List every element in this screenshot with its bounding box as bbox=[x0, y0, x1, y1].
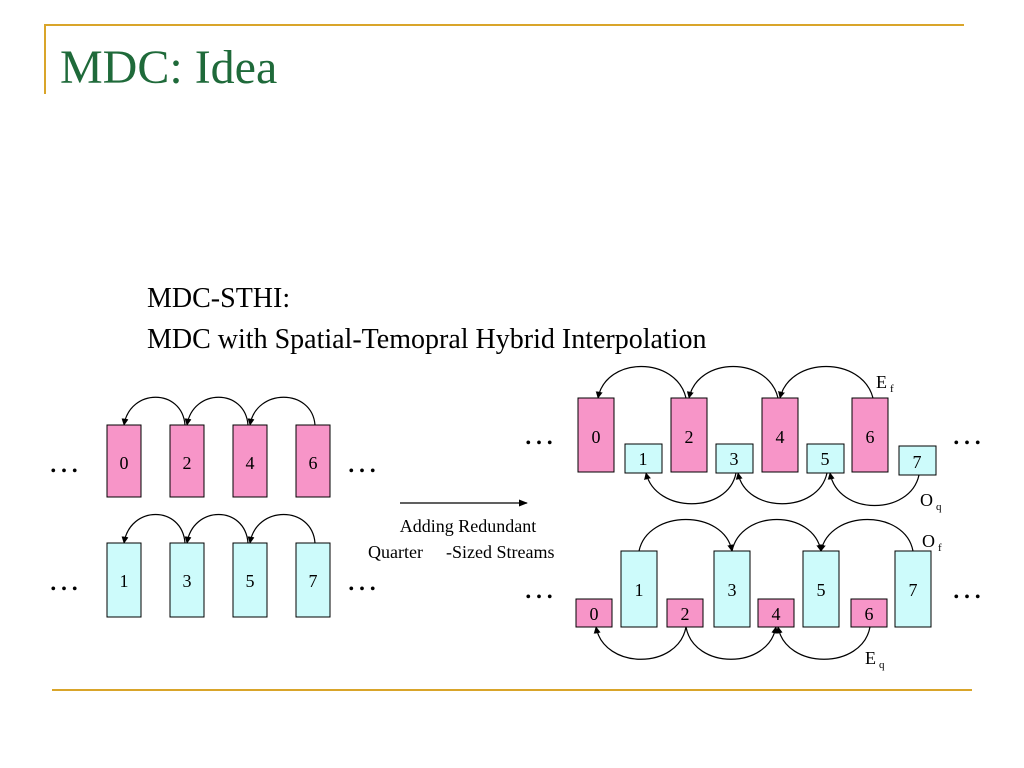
bottom-rule bbox=[52, 689, 972, 691]
right-top-quarter-frame-7: 7 bbox=[898, 445, 937, 476]
right-top-full-frame-0-label: 0 bbox=[592, 427, 601, 447]
ellipsis-left-odd-start: … bbox=[48, 561, 80, 597]
left-odd-arrow-5-to-3 bbox=[184, 513, 249, 544]
right-top-full-frame-6-label: 6 bbox=[866, 427, 875, 447]
left-odd-frame-7: 7 bbox=[295, 542, 331, 618]
right-bottom-stream: … … 1 3 5 7 0 2 4 bbox=[523, 519, 983, 671]
left-even-frame-4: 4 bbox=[232, 424, 268, 498]
transform-arrow: Adding Redundant Quarter -Sized Streams bbox=[368, 499, 554, 562]
right-top-quarter-frame-3-label: 3 bbox=[730, 449, 739, 469]
right-top-full-arrow-2-to-0 bbox=[595, 366, 687, 399]
subtitle-line-2: MDC with Spatial-Temopral Hybrid Interpo… bbox=[147, 324, 707, 355]
ellipsis-right-bottom-end: … bbox=[951, 569, 983, 605]
right-bottom-full-frame-7: 7 bbox=[894, 550, 932, 628]
left-even-frame-2-label: 2 bbox=[183, 453, 192, 473]
right-bottom-full-arrow-7-to-5 bbox=[818, 519, 914, 552]
right-bottom-quarter-frame-0: 0 bbox=[575, 598, 613, 628]
left-odd-frame-7-label: 7 bbox=[309, 571, 318, 591]
left-odd-arrow-3-to-1 bbox=[121, 513, 186, 544]
left-odd-frame-3: 3 bbox=[169, 542, 205, 618]
right-top-quarter-arrow-3-to-1 bbox=[644, 472, 737, 505]
right-top-full-frame-2: 2 bbox=[670, 397, 708, 473]
right-top-full-frame-4: 4 bbox=[761, 397, 799, 473]
right-top-quarter-arrow-7-to-5 bbox=[827, 472, 920, 506]
transform-label-line-2b: -Sized Streams bbox=[446, 542, 554, 562]
right-bottom-quarter-arrow-2-to-4 bbox=[685, 626, 779, 660]
right-bottom-full-frame-3-label: 3 bbox=[728, 580, 737, 600]
right-bottom-full-arrow-1-to-3 bbox=[638, 519, 735, 552]
right-top-quarter-frame-5-label: 5 bbox=[821, 449, 830, 469]
ellipsis-left-odd-end: … bbox=[346, 561, 378, 597]
left-even-frame-0: 0 bbox=[106, 424, 142, 498]
ellipsis-right-top-start: … bbox=[523, 415, 555, 451]
right-top-quarter-frame-1: 1 bbox=[624, 443, 663, 474]
right-bottom-quarter-frame-6-label: 6 bbox=[865, 604, 874, 624]
left-even-frame-6-label: 6 bbox=[309, 453, 318, 473]
right-bottom-quarter-frame-4: 4 bbox=[757, 598, 795, 628]
left-even-frame-2: 2 bbox=[169, 424, 205, 498]
left-even-arrow-6-to-4 bbox=[247, 396, 316, 426]
right-bottom-quarter-frame-2: 2 bbox=[666, 598, 704, 628]
left-odd-frame-1-label: 1 bbox=[120, 571, 129, 591]
ellipsis-left-even-start: … bbox=[48, 443, 80, 479]
right-top-quarter-frame-5: 5 bbox=[806, 443, 845, 474]
left-odd-frame-5: 5 bbox=[232, 542, 268, 618]
right-bottom-full-frame-3: 3 bbox=[713, 550, 751, 628]
left-even-stream: … 0 2 4 6 … bbox=[48, 396, 378, 498]
right-bottom-quarter-frame-4-label: 4 bbox=[772, 604, 781, 624]
subtitle-line-1: MDC-STHI: bbox=[147, 283, 291, 314]
ellipsis-right-bottom-start: … bbox=[523, 569, 555, 605]
right-bottom-quarter-frame-2-label: 2 bbox=[681, 604, 690, 624]
left-odd-stream: … 1 3 5 7 … bbox=[48, 513, 378, 618]
left-odd-frame-5-label: 5 bbox=[246, 571, 255, 591]
right-top-quarter-frame-7-label: 7 bbox=[913, 452, 922, 472]
right-top-full-frame-6: 6 bbox=[851, 397, 889, 473]
ellipsis-right-top-end: … bbox=[951, 415, 983, 451]
right-top-full-arrow-4-to-2 bbox=[686, 366, 779, 399]
right-bottom-full-frame-7-label: 7 bbox=[909, 580, 918, 600]
right-bottom-full-frame-1-label: 1 bbox=[635, 580, 644, 600]
right-top-stream: … … 0 2 4 6 1 3 5 bbox=[523, 366, 983, 513]
right-bottom-full-frame-1: 1 bbox=[620, 550, 658, 628]
right-bottom-quarter-frame-0-label: 0 bbox=[590, 604, 599, 624]
right-top-quarter-arrow-5-to-3 bbox=[735, 472, 828, 505]
right-top-quarter-frame-1-label: 1 bbox=[639, 449, 648, 469]
right-bottom-quarter-arrow-6-to-4 bbox=[775, 626, 871, 660]
left-odd-frame-1: 1 bbox=[106, 542, 142, 618]
right-top-full-frame-2-label: 2 bbox=[685, 427, 694, 447]
right-top-full-frame-4-label: 4 bbox=[776, 427, 785, 447]
slide-title: MDC: Idea bbox=[60, 41, 278, 94]
right-bottom-full-frame-5-label: 5 bbox=[817, 580, 826, 600]
transform-label-line-1: Adding Redundant bbox=[400, 516, 537, 536]
right-bottom-quarter-frame-6: 6 bbox=[850, 598, 888, 628]
top-rule bbox=[44, 24, 964, 26]
left-odd-frame-3-label: 3 bbox=[183, 571, 192, 591]
transform-label-line-2a: Quarter bbox=[368, 542, 423, 562]
left-rule bbox=[44, 24, 46, 94]
left-even-arrow-4-to-2 bbox=[184, 396, 249, 426]
left-even-frame-0-label: 0 bbox=[120, 453, 129, 473]
right-top-quarter-frame-3: 3 bbox=[715, 443, 754, 474]
ellipsis-left-even-end: … bbox=[346, 443, 378, 479]
left-even-arrow-2-to-0 bbox=[121, 396, 186, 426]
right-top-full-arrow-6-to-4 bbox=[778, 366, 874, 399]
left-even-frame-6: 6 bbox=[295, 424, 331, 498]
right-bottom-full-arrow-3-to-5 bbox=[731, 519, 824, 552]
right-top-full-frame-0: 0 bbox=[577, 397, 615, 473]
right-bottom-quarter-arrow-2-to-0 bbox=[593, 626, 687, 660]
left-even-frame-4-label: 4 bbox=[246, 453, 255, 473]
left-odd-arrow-7-to-5 bbox=[247, 513, 316, 544]
right-bottom-full-frame-5: 5 bbox=[802, 550, 840, 628]
